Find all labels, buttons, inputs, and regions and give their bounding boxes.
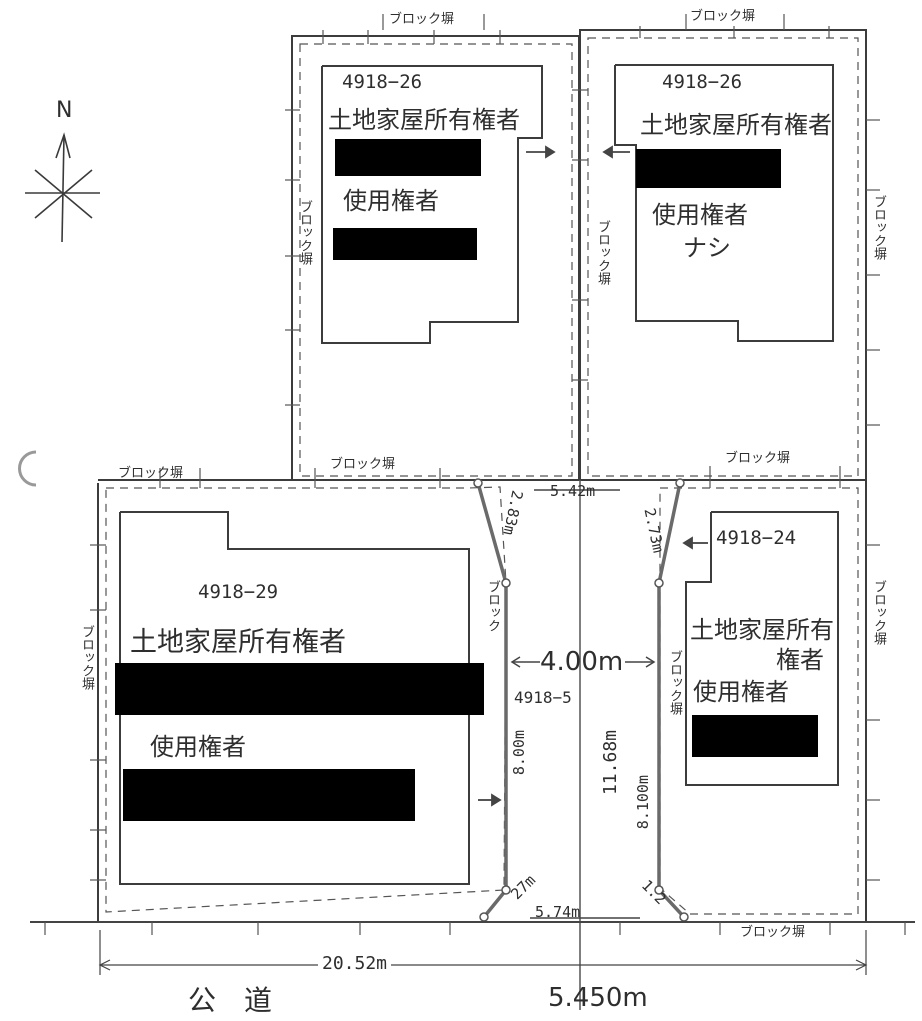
survey-point (501, 885, 511, 895)
redacted-user-name (692, 715, 818, 757)
user-value-upper-right: ナシ (683, 234, 731, 262)
survey-point (654, 885, 664, 895)
wall-label: ブロック塀 (667, 650, 682, 715)
house-upper-right (614, 64, 834, 342)
lot-number-lower-right: 4918−24 (716, 527, 797, 549)
wall-label: ブロック (485, 580, 500, 632)
redacted-owner-name (335, 139, 481, 176)
wall-label: ブロック塀 (725, 451, 791, 466)
wall-label: ブロック塀 (297, 200, 312, 265)
north-label: N (56, 98, 73, 123)
redacted-user-name (123, 769, 415, 821)
survey-point (501, 578, 511, 588)
wall-label: ブロック塀 (330, 457, 396, 472)
redacted-owner-name (115, 663, 484, 715)
owner-label-lower-left: 土地家屋所有権者 (130, 627, 346, 658)
dimension-total-width: 20.52m (318, 955, 392, 973)
north-arrow-icon (25, 132, 100, 243)
setback-upper-right (587, 37, 859, 477)
wall-label: ブロック塀 (118, 466, 184, 481)
wall-label: ブロック塀 (871, 580, 886, 645)
access-road-right-edge (657, 482, 686, 919)
owner-label-upper-left: 土地家屋所有権者 (328, 106, 520, 134)
wall-label: ブロック塀 (389, 12, 455, 27)
lot-number-lower-left: 4918−29 (198, 581, 279, 603)
house-lower-right (685, 511, 839, 786)
dimension-left-side: 8.00m (510, 730, 528, 776)
house-lower-left (119, 511, 470, 885)
user-label-lower-right: 使用権者 (693, 678, 789, 706)
dimension-road-length: 11.68m (600, 730, 621, 796)
wall-label: ブロック塀 (79, 625, 94, 690)
wall-label: ブロック塀 (595, 220, 610, 285)
owner-label-lower-right-1: 土地家屋所有 (690, 616, 834, 644)
survey-point (675, 478, 685, 488)
dimension-road-total: 5.450m (548, 983, 648, 1013)
survey-point (679, 912, 689, 922)
binding-hole-mark (18, 450, 37, 487)
user-label-upper-left: 使用権者 (343, 187, 439, 215)
lot-number-road: 4918−5 (514, 688, 572, 707)
survey-point (473, 478, 483, 488)
dimension-right-side: 8.100m (634, 775, 652, 830)
user-label-lower-left: 使用権者 (150, 733, 246, 761)
wall-label: ブロック塀 (740, 925, 806, 940)
wall-label: ブロック塀 (871, 195, 886, 260)
lot-number-upper-left: 4918−26 (342, 71, 423, 93)
dimension-road-width: 4.00m (540, 647, 624, 677)
access-road-left-edge (476, 482, 508, 919)
wall-label: ブロック塀 (690, 9, 756, 24)
survey-point (654, 578, 664, 588)
redacted-user-name (333, 228, 477, 260)
owner-label-upper-right: 土地家屋所有権者 (640, 111, 832, 139)
lot-number-upper-right: 4918−26 (662, 71, 743, 93)
house-upper-left (321, 65, 543, 344)
setback-upper-left (299, 43, 573, 477)
user-label-upper-right: 使用権者 (652, 201, 748, 229)
dimension-bottom-width: 5.74m (535, 903, 581, 921)
redacted-owner-name (636, 149, 781, 188)
owner-label-lower-right-2: 権者 (776, 646, 824, 674)
survey-point (479, 912, 489, 922)
public-road-label: 公 道 (188, 984, 273, 1017)
dimension-top-width: 5.42m (550, 482, 596, 500)
